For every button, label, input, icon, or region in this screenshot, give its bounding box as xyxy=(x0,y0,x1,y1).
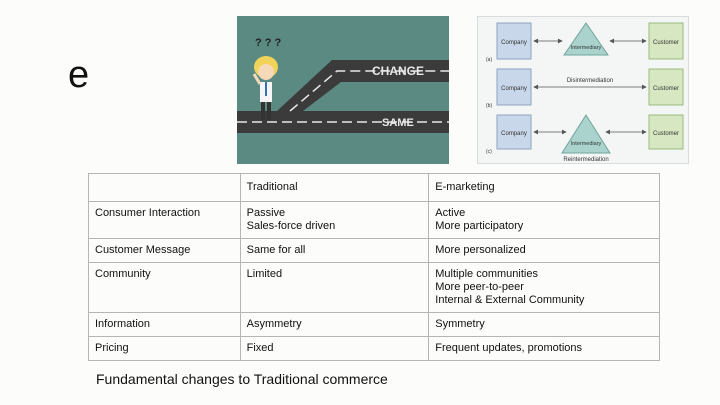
svg-text:(a): (a) xyxy=(486,57,492,63)
svg-text:(c): (c) xyxy=(486,149,492,155)
comparison-table: Traditional E-marketing Consumer Interac… xyxy=(88,173,660,361)
svg-text:Customer: Customer xyxy=(653,40,679,46)
intermediation-diagram: Company Intermediary Customer (a) Compan… xyxy=(477,16,689,164)
table-row: Community Limited Multiple communities M… xyxy=(88,262,660,313)
emarketing-cell: More personalized xyxy=(428,238,660,263)
row-label: Community xyxy=(88,262,241,313)
diagram-row-c: Company Intermediary Customer (c) Reinte… xyxy=(486,114,684,163)
svg-text:Customer: Customer xyxy=(653,131,679,137)
traditional-cell: Passive Sales-force driven xyxy=(239,201,430,239)
table-header-cell-blank xyxy=(88,173,241,202)
svg-text:(b): (b) xyxy=(486,103,492,109)
change-same-illustration: CHANGE SAME ? ? ? xyxy=(237,16,449,164)
svg-text:Company: Company xyxy=(501,86,527,92)
slide-title-letter: e xyxy=(68,54,90,96)
diagram-row-a: Company Intermediary Customer (a) xyxy=(486,22,684,63)
emarketing-cell: Frequent updates, promotions xyxy=(428,336,660,361)
intermediation-svg: Company Intermediary Customer (a) Compan… xyxy=(486,22,684,163)
roads-image: CHANGE SAME ? ? ? xyxy=(237,37,449,133)
table-header-emarketing: E-marketing xyxy=(428,173,660,202)
row-label: Information xyxy=(88,312,241,337)
table-header-traditional: Traditional xyxy=(239,173,430,202)
traditional-cell: Fixed xyxy=(239,336,430,361)
row-label: Customer Message xyxy=(88,238,241,263)
traditional-cell: Limited xyxy=(239,262,430,313)
svg-text:Intermediary: Intermediary xyxy=(571,141,602,147)
change-label: CHANGE xyxy=(372,64,424,78)
svg-text:Company: Company xyxy=(501,40,527,46)
change-road-line xyxy=(289,70,449,112)
diagram-row-b: Company Disintermediation Customer (b) xyxy=(486,68,684,109)
traditional-cell: Asymmetry xyxy=(239,312,430,337)
row-label: Pricing xyxy=(88,336,241,361)
question-marks: ? ? ? xyxy=(255,37,282,49)
table-row: Information Asymmetry Symmetry xyxy=(88,312,660,337)
emarketing-cell: Symmetry xyxy=(428,312,660,337)
same-label: SAME xyxy=(382,117,414,129)
svg-text:Reintermediation: Reintermediation xyxy=(563,157,608,163)
change-road xyxy=(277,60,449,111)
emarketing-cell: Active More participatory xyxy=(428,201,660,239)
svg-text:Company: Company xyxy=(501,131,527,137)
svg-text:Customer: Customer xyxy=(653,86,679,92)
slide-caption: Fundamental changes to Traditional comme… xyxy=(96,371,388,387)
traditional-cell: Same for all xyxy=(239,238,430,263)
svg-text:Intermediary: Intermediary xyxy=(571,45,602,51)
table-row: Consumer Interaction Passive Sales-force… xyxy=(88,201,660,239)
table-row: Customer Message Same for all More perso… xyxy=(88,238,660,263)
emarketing-cell: Multiple communities More peer-to-peer I… xyxy=(428,262,660,313)
confused-person-icon xyxy=(252,56,278,120)
table-row: Pricing Fixed Frequent updates, promotio… xyxy=(88,336,660,361)
row-label: Consumer Interaction xyxy=(88,201,241,239)
table-header-row: Traditional E-marketing xyxy=(88,173,660,202)
svg-text:Disintermediation: Disintermediation xyxy=(567,78,613,84)
